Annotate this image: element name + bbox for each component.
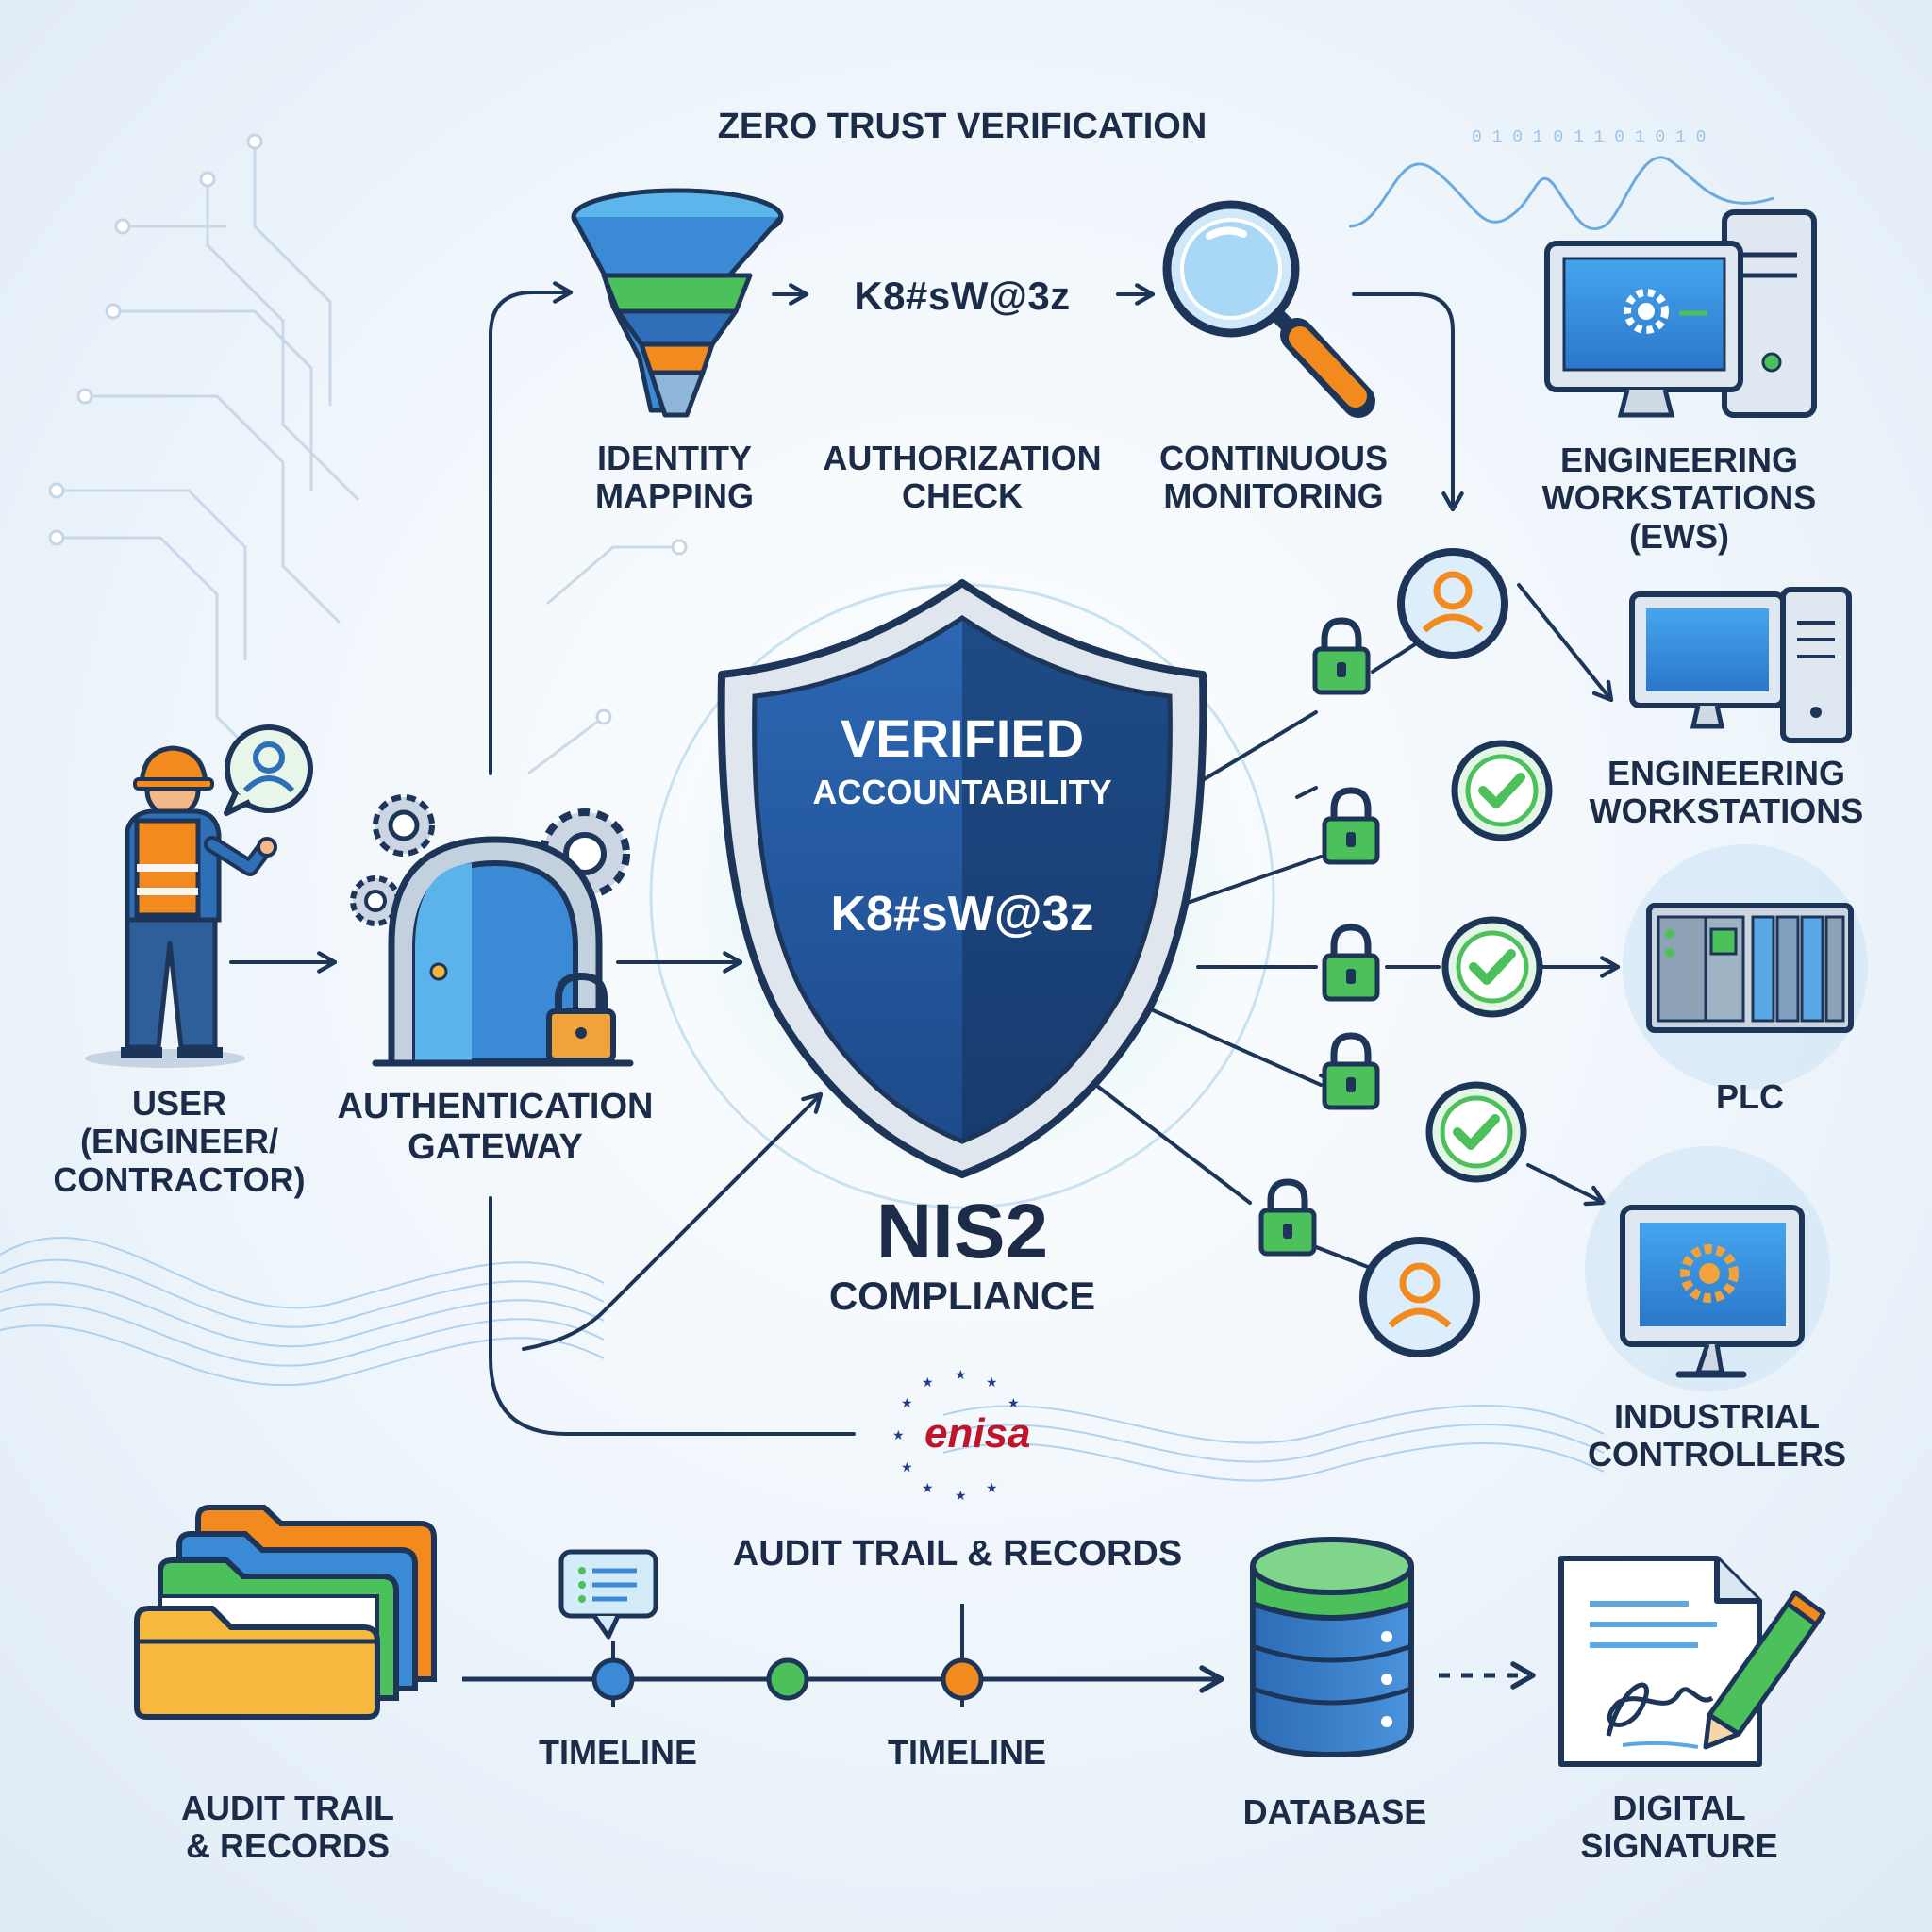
folders-line2: & RECORDS [185,1826,391,1866]
identity-line1: IDENTITY [596,439,752,477]
svg-text:★: ★ [986,1374,998,1390]
shield-token: K8#sW@3z [830,887,1094,941]
ews-line1: ENGINEERING [1607,754,1846,792]
gateway-line2: GATEWAY [408,1126,583,1167]
signed-document-icon [1558,1556,1826,1767]
shield-subtitle: ACCOUNTABILITY [812,773,1112,811]
svg-text:★: ★ [892,1427,905,1442]
svg-text:★: ★ [922,1480,934,1495]
workstation-icon [1629,587,1852,743]
controllers-line1: INDUSTRIAL [1614,1397,1820,1436]
gateway-line1: AUTHENTICATION [337,1087,654,1126]
chat-bubble-icon [558,1549,658,1640]
shield-icon [717,579,1208,1178]
padlock-icon [1322,787,1380,865]
funnel-icon [571,188,784,418]
wave-lines-right [942,1405,1605,1482]
user-line1: USER [131,1084,227,1123]
authorization-check-label: AUTHORIZATION CHECK [807,439,1118,516]
user-label: USER (ENGINEER/ CONTRACTOR) [24,1084,335,1199]
user-bubble-avatar-icon [224,724,313,816]
controller-monitor-icon [1585,1146,1830,1391]
flow-token: K8#sW@3z [854,274,1071,318]
svg-text:★: ★ [986,1480,998,1495]
timeline-label-2: TIMELINE [888,1733,1046,1772]
circuit-traces-left [57,142,679,785]
svg-text:★: ★ [955,1488,967,1503]
timeline [462,1549,1536,1707]
controllers-label: INDUSTRIAL CONTROLLERS [1547,1397,1887,1474]
authorization-line1: AUTHORIZATION [823,439,1102,477]
pencil-icon [1703,1590,1826,1750]
folders-icon [134,1505,437,1720]
folders-label: AUDIT TRAIL & RECORDS [132,1789,443,1866]
binary-stream: 0 1 0 1 0 1 1 0 1 0 1 0 [1472,128,1706,147]
ews-full-line1: ENGINEERING [1559,441,1799,479]
avatar-circle-top [1397,548,1508,659]
svg-text:★: ★ [922,1374,934,1390]
database-icon [1250,1537,1414,1758]
door-gateway-icon [350,794,634,1067]
user-line2: (ENGINEER/ [79,1122,279,1161]
ews-line2: WORKSTATIONS [1589,791,1864,831]
shield-title: VERIFIED [840,708,1085,768]
padlock-icon [546,972,616,1063]
checkmark-group [1425,740,1553,1183]
padlock-icon [1312,617,1371,695]
check-circle-icon [1425,1081,1527,1183]
magnifier-icon [1162,200,1375,418]
engineer-icon [85,745,277,1068]
ews-computer-icon [1544,209,1817,418]
eu-stars-logo: ★ ★ ★ ★ ★ ★ ★ ★ ★ ★ [892,1367,1020,1503]
gateway-label: AUTHENTICATION GATEWAY [302,1087,689,1167]
check-circle-icon [1451,740,1553,841]
plc-icon [1623,844,1868,1090]
continuous-monitoring-label: CONTINUOUS MONITORING [1132,439,1415,516]
padlock-icon [1322,1032,1380,1110]
avatar-circle-bottom [1359,1237,1480,1357]
ews-full-line3: (EWS) [1629,516,1729,556]
authorization-line2: CHECK [901,476,1023,516]
circuit-nodes-left [48,133,688,725]
padlock-icon [1322,924,1380,1002]
signature-line2: SIGNATURE [1580,1826,1778,1866]
check-circle-icon [1441,916,1543,1018]
timeline-label-1: TIMELINE [539,1733,697,1772]
folders-line1: AUDIT TRAIL [181,1789,394,1827]
nis2-title: NIS2 [875,1189,1049,1274]
padlock-icon [1258,1178,1317,1257]
signature-label: DIGITAL SIGNATURE [1528,1789,1830,1866]
waveform-decor [1348,156,1774,230]
ews-full-label: ENGINEERING WORKSTATIONS (EWS) [1500,441,1858,556]
identity-line2: MAPPING [594,476,754,516]
monitoring-line1: CONTINUOUS [1159,439,1388,477]
signature-line1: DIGITAL [1612,1789,1746,1827]
database-label: DATABASE [1242,1792,1427,1831]
identity-mapping-label: IDENTITY MAPPING [528,439,821,516]
ews-label: ENGINEERING WORKSTATIONS [1547,754,1906,831]
monitoring-line2: MONITORING [1163,476,1384,516]
audit-section-title: AUDIT TRAIL & RECORDS [732,1534,1183,1574]
flow-connectors [229,281,1621,1436]
svg-text:★: ★ [1008,1395,1020,1410]
gear-icon [373,794,435,857]
header-title: ZERO TRUST VERIFICATION [717,107,1208,146]
ews-full-line2: WORKSTATIONS [1541,478,1817,518]
plc-label: PLC [1716,1077,1784,1116]
wave-lines-left [0,1237,605,1387]
svg-text:★: ★ [901,1395,913,1410]
enisa-logo: enisa [924,1410,1031,1457]
padlock-group [1258,617,1380,1257]
nis2-subtitle: COMPLIANCE [828,1274,1096,1318]
controllers-line2: CONTROLLERS [1588,1435,1846,1474]
svg-text:★: ★ [955,1367,967,1382]
user-line3: CONTRACTOR) [53,1159,306,1199]
svg-text:★: ★ [901,1459,913,1474]
